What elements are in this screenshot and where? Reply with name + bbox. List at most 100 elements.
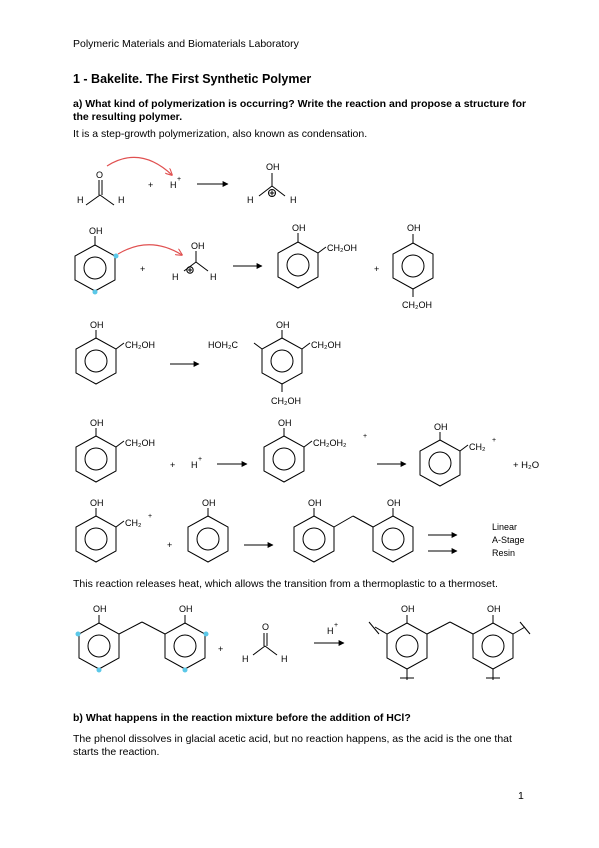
ring — [428, 451, 452, 475]
bond — [115, 440, 125, 448]
label-oh: OH — [90, 320, 104, 330]
polymer-chain-bond — [512, 626, 526, 635]
scheme-row-3: OH CH₂OH OH CH₂OH HOH₂C CH₂OH — [75, 320, 341, 406]
bond — [317, 246, 327, 254]
ring — [164, 622, 206, 670]
ring — [395, 634, 419, 658]
scheme-row-4: OH CH₂OH + H + OH CH₂OH₂ + OH CH₂ + + H₂… — [75, 418, 539, 487]
bond — [303, 440, 313, 448]
label-oh: OH — [266, 162, 280, 172]
ring — [84, 349, 108, 373]
question-b: b) What happens in the reaction mixture … — [73, 712, 411, 724]
label-oh: OH — [387, 498, 401, 508]
ring — [392, 242, 434, 290]
label-oh: OH — [191, 241, 205, 251]
ring — [187, 515, 229, 563]
label-h: H — [281, 654, 288, 664]
ring — [75, 435, 117, 483]
scheme-row-6: OH OH + O H H H + OH OH — [75, 604, 531, 680]
label-ch2oh: CH₂OH — [271, 396, 301, 406]
label-ch2: CH₂ — [469, 442, 486, 452]
label-oh: OH — [401, 604, 415, 614]
scheme-row-5: OH CH₂ + + OH OH OH Linear A-Stage Resin — [75, 498, 525, 563]
label-h: H — [172, 272, 179, 282]
label-ch2oh: CH₂OH — [311, 340, 341, 350]
label-h-plus: H — [327, 626, 334, 636]
phenol-ring — [74, 244, 116, 292]
bond — [271, 185, 286, 197]
charge-plus: + — [363, 433, 367, 440]
ring — [286, 253, 310, 277]
methylene-bridge — [426, 621, 451, 635]
label-h: H — [290, 195, 297, 205]
ring — [372, 515, 414, 563]
methylene-bridge — [333, 515, 354, 528]
label-oh: OH — [276, 320, 290, 330]
label-ch2oh: CH₂OH — [402, 300, 432, 310]
cation-symbol — [268, 189, 276, 197]
ring — [173, 634, 197, 658]
ring — [87, 634, 111, 658]
label-oh: OH — [434, 422, 448, 432]
polymer-chain-cut — [368, 621, 380, 635]
label-ch2: CH₂ — [125, 518, 142, 528]
label-oh: OH — [202, 498, 216, 508]
label-water: + H₂O — [513, 460, 539, 471]
reactive-site-dot — [75, 631, 81, 637]
page-header: Polymeric Materials and Biomaterials Lab… — [73, 38, 299, 50]
reactive-site-dot — [96, 667, 102, 673]
bond — [85, 194, 101, 206]
ring — [261, 337, 303, 385]
charge-plus: + — [177, 176, 181, 183]
plus-sign: + — [148, 180, 153, 190]
bond — [301, 342, 311, 350]
label-h: H — [242, 654, 249, 664]
ring — [84, 527, 108, 551]
label-oh: OH — [407, 223, 421, 233]
scheme-row-1: O H H + H + OH H H — [77, 156, 297, 206]
label-oh: OH — [89, 226, 103, 236]
product-label: Linear — [492, 522, 517, 532]
question-a: a) What kind of polymerization is occurr… — [73, 98, 527, 123]
label-oh: OH — [292, 223, 306, 233]
reactive-site-dot — [203, 631, 209, 637]
ring — [75, 337, 117, 385]
ring — [263, 435, 305, 483]
ring — [84, 447, 108, 471]
ring — [481, 634, 505, 658]
label-h: H — [210, 272, 217, 282]
bond — [253, 342, 263, 350]
methylene-bridge — [449, 621, 474, 635]
label-h-plus: H — [170, 180, 177, 190]
plus-sign: + — [140, 264, 145, 274]
bond — [459, 444, 469, 452]
plus-sign: + — [167, 540, 172, 550]
charge-plus: + — [148, 513, 152, 520]
ring — [277, 241, 319, 289]
bond — [99, 194, 115, 206]
charge-plus: + — [198, 456, 202, 463]
label-ch2oh: CH₂OH — [327, 243, 357, 253]
page-number: 1 — [518, 790, 524, 802]
label-oh: OH — [487, 604, 501, 614]
ring — [78, 622, 120, 670]
label-ch2oh2: CH₂OH₂ — [313, 438, 347, 448]
section-title: 1 - Bakelite. The First Synthetic Polyme… — [73, 72, 312, 86]
ring — [302, 527, 326, 551]
bond — [258, 185, 273, 197]
answer-a: It is a step-growth polymerization, also… — [73, 128, 368, 140]
label-o: O — [262, 622, 269, 632]
ring — [472, 622, 514, 670]
methylene-bridge — [118, 621, 143, 635]
plus-sign: + — [218, 644, 223, 654]
ring — [293, 515, 335, 563]
bond — [115, 342, 125, 350]
label-hoh2c: HOH₂C — [208, 340, 238, 350]
ring — [75, 515, 117, 563]
label-oh: OH — [90, 418, 104, 428]
product-label: Resin — [492, 548, 515, 558]
label-oh: OH — [278, 418, 292, 428]
bond — [115, 520, 125, 528]
reactive-site-dot — [113, 253, 119, 259]
